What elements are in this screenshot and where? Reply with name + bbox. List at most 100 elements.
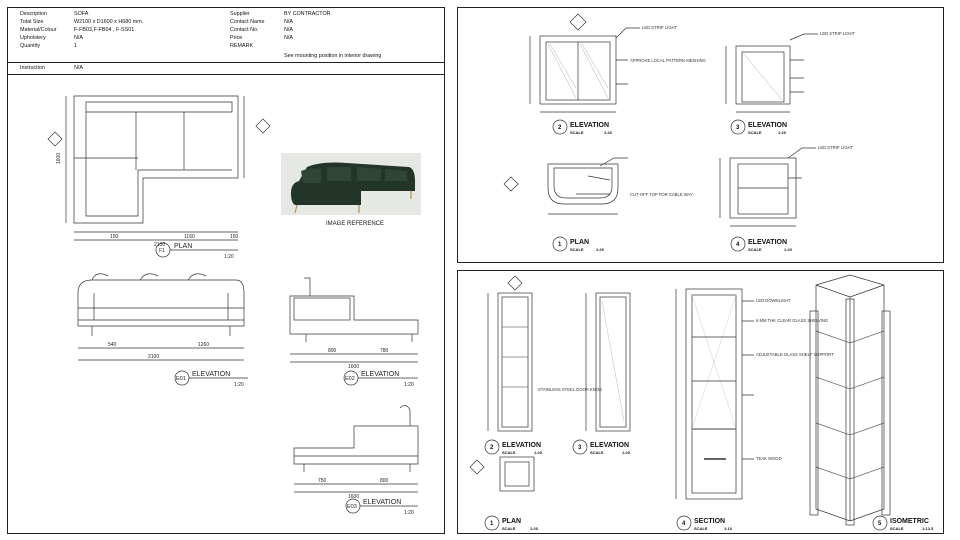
plan-dim: 1600 <box>56 153 62 164</box>
view-scale: 1:20 <box>622 450 631 455</box>
scale-word: SCALE <box>570 247 584 252</box>
view-title: ISOMETRIC <box>890 518 929 525</box>
e01-dim: 2100 <box>148 354 159 360</box>
info-value: W2100 x D1600 x H680 mm. <box>74 19 144 25</box>
info-key: Material/Colour <box>20 27 57 33</box>
plan-dim: 2100 <box>154 242 165 248</box>
scale-word: SCALE <box>890 526 904 531</box>
info-value: BY CONTRACTOR <box>284 11 331 17</box>
view-scale: 1:20 <box>778 130 787 135</box>
info-key: Upholstery <box>20 35 46 41</box>
view-title: ELEVATION <box>590 442 629 449</box>
note: 6 MM THK CLEAR GLASS SHELVING <box>756 318 828 323</box>
note: LED STRIP LIGHT <box>642 25 678 30</box>
sofa-drawing: F1 PLAN 1:20 E01 ELEVATION 1:20 E02 ELEV… <box>47 95 419 516</box>
view-scale: 1:20 <box>604 130 613 135</box>
info-value: N/A <box>284 19 293 25</box>
info-value: N/A <box>74 35 83 41</box>
scale-word: SCALE <box>748 130 762 135</box>
info-key: Total Size <box>20 19 44 25</box>
view-title: ELEVATION <box>748 122 787 129</box>
instruction-value: N/A <box>74 65 83 71</box>
e03-scale: 1:20 <box>404 510 414 516</box>
info-key: Contact Name <box>230 19 265 25</box>
view-number: 3 <box>736 125 740 131</box>
plan-tag: F1 <box>159 248 165 254</box>
info-value: N/A <box>284 35 293 41</box>
e03-dim: 800 <box>380 478 389 484</box>
sofa-reference-photo <box>281 153 421 215</box>
view-scale: 1:10 <box>724 526 733 531</box>
view-title: PLAN <box>570 239 589 246</box>
e01-dim: 1260 <box>198 342 209 348</box>
e01-dim: 540 <box>108 342 117 348</box>
e03-dim: 750 <box>318 478 327 484</box>
note: ADJUSTABLE GLASS SHELF SUPPORT <box>756 352 834 357</box>
view-number: 4 <box>682 521 686 527</box>
info-value: N/A <box>284 27 293 33</box>
view-title: SECTION <box>694 518 725 525</box>
info-key: Supplier <box>230 11 250 17</box>
scale-word: SCALE <box>570 130 584 135</box>
scale-word: SCALE <box>502 450 516 455</box>
scale-word: SCALE <box>748 247 762 252</box>
view-title: ELEVATION <box>502 442 541 449</box>
image-reference-caption: IMAGE REFERENCE <box>326 221 385 227</box>
view-number: 1 <box>558 242 562 248</box>
view-title: ELEVATION <box>570 122 609 129</box>
view-scale: 1:12.5 <box>922 526 934 531</box>
e02-dim: 780 <box>380 348 389 354</box>
instruction-label: Instruction <box>20 65 45 71</box>
remark-note: See mounting position in interior drawin… <box>284 53 382 59</box>
e02-dim: 800 <box>328 348 337 354</box>
scale-word: SCALE <box>694 526 708 531</box>
info-value: 1 <box>74 43 77 49</box>
cabinet-detail-sheet-top: LED STRIP LIGHT APPROVE LOCAL PATTERN ME… <box>457 7 944 263</box>
info-key: REMARK <box>230 43 254 49</box>
note: CUT-OFF TOP FOR CABLE WAY <box>630 192 693 197</box>
view-scale: 1:20 <box>596 247 605 252</box>
note: APPROVE LOCAL PATTERN MESHING <box>630 58 706 63</box>
e01-title: ELEVATION <box>192 371 230 378</box>
view-number: 1 <box>490 521 494 527</box>
view-number: 2 <box>558 125 562 131</box>
e01-scale: 1:20 <box>234 382 244 388</box>
e02-tag: E02 <box>345 376 355 382</box>
info-key: Price <box>230 35 243 41</box>
e03-dim: 1600 <box>348 494 359 500</box>
e02-scale: 1:20 <box>404 382 414 388</box>
e03-title: ELEVATION <box>363 499 401 506</box>
instruction-row: Instruction N/A <box>8 62 444 75</box>
plan-scale: 1:20 <box>224 254 234 260</box>
e02-dim: 1600 <box>348 364 359 370</box>
view-number: 5 <box>878 521 882 527</box>
view-title: ELEVATION <box>748 239 787 246</box>
note: LED STRIP LIGHT <box>820 31 856 36</box>
note: LED STRIP LIGHT <box>818 145 854 150</box>
cabinet-top-drawing: LED STRIP LIGHT APPROVE LOCAL PATTERN ME… <box>503 13 856 252</box>
plan-title: PLAN <box>174 243 192 250</box>
cabinet-detail-sheet-bottom: LED DOWNLIGHT 6 MM THK CLEAR GLASS SHELV… <box>457 270 944 534</box>
view-scale: 1:20 <box>784 247 793 252</box>
e02-title: ELEVATION <box>361 371 399 378</box>
scale-word: SCALE <box>590 450 604 455</box>
note: LED DOWNLIGHT <box>756 298 791 303</box>
info-value: SOFA <box>74 11 89 17</box>
view-title: PLAN <box>502 518 521 525</box>
e01-tag: E01 <box>176 376 186 382</box>
view-number: 4 <box>736 242 740 248</box>
sofa-spec-sheet: Description SOFA Total Size W2100 x D1600 x… <box>7 7 445 534</box>
view-number: 3 <box>578 445 582 451</box>
view-scale: 1:20 <box>534 450 543 455</box>
scale-word: SCALE <box>502 526 516 531</box>
info-key: Contact No. <box>230 27 259 33</box>
view-number: 2 <box>490 445 494 451</box>
note: TEAK WOOD <box>756 456 782 461</box>
spec-info-table: Description SOFA Total Size W2100 x D1600 x… <box>8 8 444 63</box>
cabinet-bottom-drawing: LED DOWNLIGHT 6 MM THK CLEAR GLASS SHELV… <box>469 274 934 531</box>
plan-dim: 1160 <box>184 234 195 240</box>
plan-dim: 150 <box>230 234 239 240</box>
info-key: Quantity <box>20 43 41 49</box>
info-key: Description <box>20 11 47 17</box>
plan-dim: 150 <box>110 234 119 240</box>
